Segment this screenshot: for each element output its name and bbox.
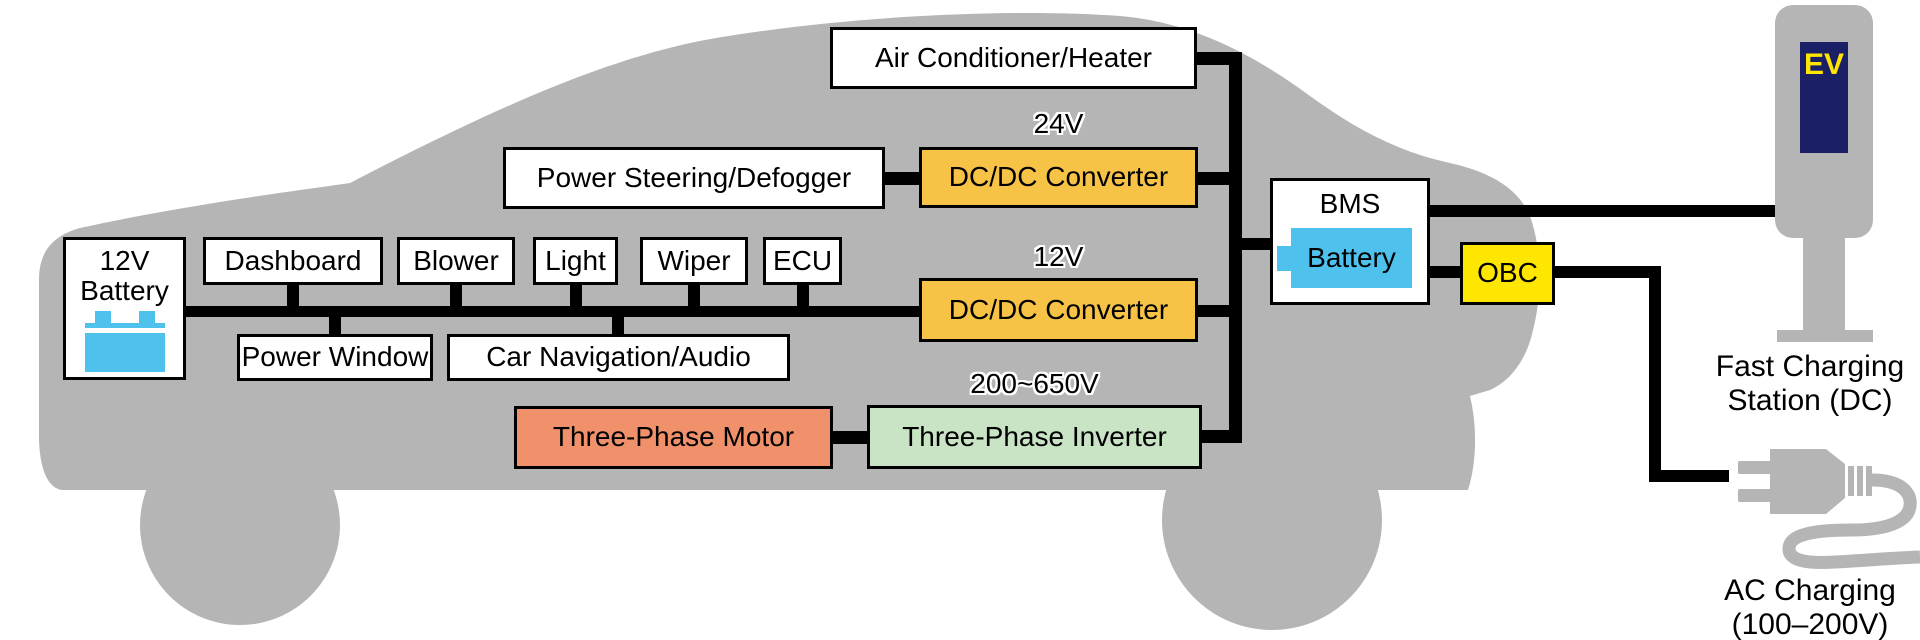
hv-battery-icon-body: Battery [1291, 228, 1412, 288]
ac-plug-icon [1738, 449, 1920, 569]
line-bms-fast-station [1430, 205, 1775, 217]
hv-battery-label: Battery [1307, 242, 1396, 273]
battery-12v-line2: Battery [80, 275, 169, 307]
ev-sign-label: EV [1803, 48, 1845, 81]
power-window-label: Power Window [241, 341, 429, 373]
link-bus-bms [1242, 238, 1270, 250]
three-phase-motor-label: Three-Phase Motor [552, 421, 795, 453]
blower-label: Blower [413, 244, 499, 276]
ecu-label: ECU [772, 244, 833, 276]
box-wiper: Wiper [640, 237, 748, 285]
box-obc: OBC [1460, 242, 1555, 305]
stub-blower [450, 285, 462, 306]
fast-charging-line1: Fast Charging [1715, 350, 1905, 383]
dcdc-converter-12v-label: DC/DC Converter [948, 293, 1169, 325]
ac-charging-line1: AC Charging [1724, 574, 1896, 607]
dashboard-label: Dashboard [224, 244, 362, 276]
box-ecu: ECU [763, 237, 842, 285]
plug-collar-ridge [1848, 466, 1854, 496]
stub-dashboard [287, 285, 299, 306]
bms-label: BMS [1319, 188, 1381, 219]
label-12v: 12V [1033, 241, 1084, 272]
light-label: Light [545, 244, 606, 276]
dcdc-converter-24v-label: DC/DC Converter [948, 161, 1169, 193]
ac-charging-caption: AC Charging (100–200V) [1700, 574, 1920, 640]
power-steering-defogger-label: Power Steering/Defogger [536, 161, 852, 193]
box-blower: Blower [397, 237, 515, 285]
plug-cable [1782, 473, 1920, 569]
link-motor-inverter [833, 431, 867, 444]
plug-prong-top [1738, 461, 1774, 474]
stub-car-navigation [612, 317, 624, 334]
fast-charging-caption: Fast Charging Station (DC) [1700, 350, 1920, 417]
label-24v: 24V [1033, 108, 1084, 139]
link-bms-obc [1430, 266, 1460, 278]
rear-wheel [140, 425, 340, 625]
front-wheel [1162, 410, 1382, 630]
box-car-navigation-audio: Car Navigation/Audio [447, 334, 790, 381]
ev-sign: EV [1800, 42, 1848, 153]
stub-wiper [688, 285, 700, 306]
ac-charging-line2: (100–200V) [1731, 607, 1889, 640]
box-three-phase-inverter: Three-Phase Inverter [867, 405, 1202, 469]
battery-12v-icon-body [85, 323, 165, 372]
line-ac-vertical [1649, 266, 1661, 482]
line-ac-bottom [1649, 470, 1729, 482]
charging-station-pole [1803, 238, 1845, 332]
box-light: Light [533, 237, 618, 285]
stub-light [570, 285, 582, 306]
battery-12v-icon-terminal [95, 311, 111, 323]
battery-12v-line1: 12V [99, 245, 150, 276]
car-silhouette [39, 13, 1540, 630]
box-three-phase-motor: Three-Phase Motor [514, 406, 833, 469]
hv-battery-icon-terminal [1277, 246, 1291, 271]
battery-12v-icon-terminal [139, 311, 155, 323]
line-obc-ac [1555, 266, 1661, 278]
stub-ecu [797, 285, 809, 306]
bus-hv-vertical [1229, 52, 1242, 443]
plug-collar-ridge [1857, 466, 1863, 496]
link-steering-dcdc24 [885, 172, 919, 185]
wiring-lines [186, 52, 1775, 482]
obc-label: OBC [1477, 257, 1538, 289]
box-power-window: Power Window [237, 334, 433, 381]
plug-collar-ridge [1866, 466, 1872, 496]
box-dcdc-converter-24v: DC/DC Converter [919, 147, 1198, 208]
box-power-steering-defogger: Power Steering/Defogger [503, 147, 885, 209]
wiper-label: Wiper [657, 244, 731, 276]
fast-charging-line2: Station (DC) [1727, 383, 1893, 417]
box-12v-battery: 12V Battery [63, 237, 186, 380]
box-air-conditioner-heater: Air Conditioner/Heater [830, 27, 1197, 89]
label-200-650v: 200~650V [970, 368, 1099, 399]
air-conditioner-heater-label: Air Conditioner/Heater [874, 41, 1153, 73]
charging-station-base [1777, 330, 1873, 342]
three-phase-inverter-label: Three-Phase Inverter [902, 420, 1167, 452]
box-dashboard: Dashboard [203, 237, 383, 285]
stub-power-window [329, 317, 341, 334]
car-navigation-audio-label: Car Navigation/Audio [486, 341, 751, 373]
box-dcdc-converter-12v: DC/DC Converter [919, 278, 1198, 342]
plug-body [1770, 449, 1845, 514]
bus-12v-main [186, 306, 919, 317]
plug-prong-bottom [1738, 489, 1774, 502]
